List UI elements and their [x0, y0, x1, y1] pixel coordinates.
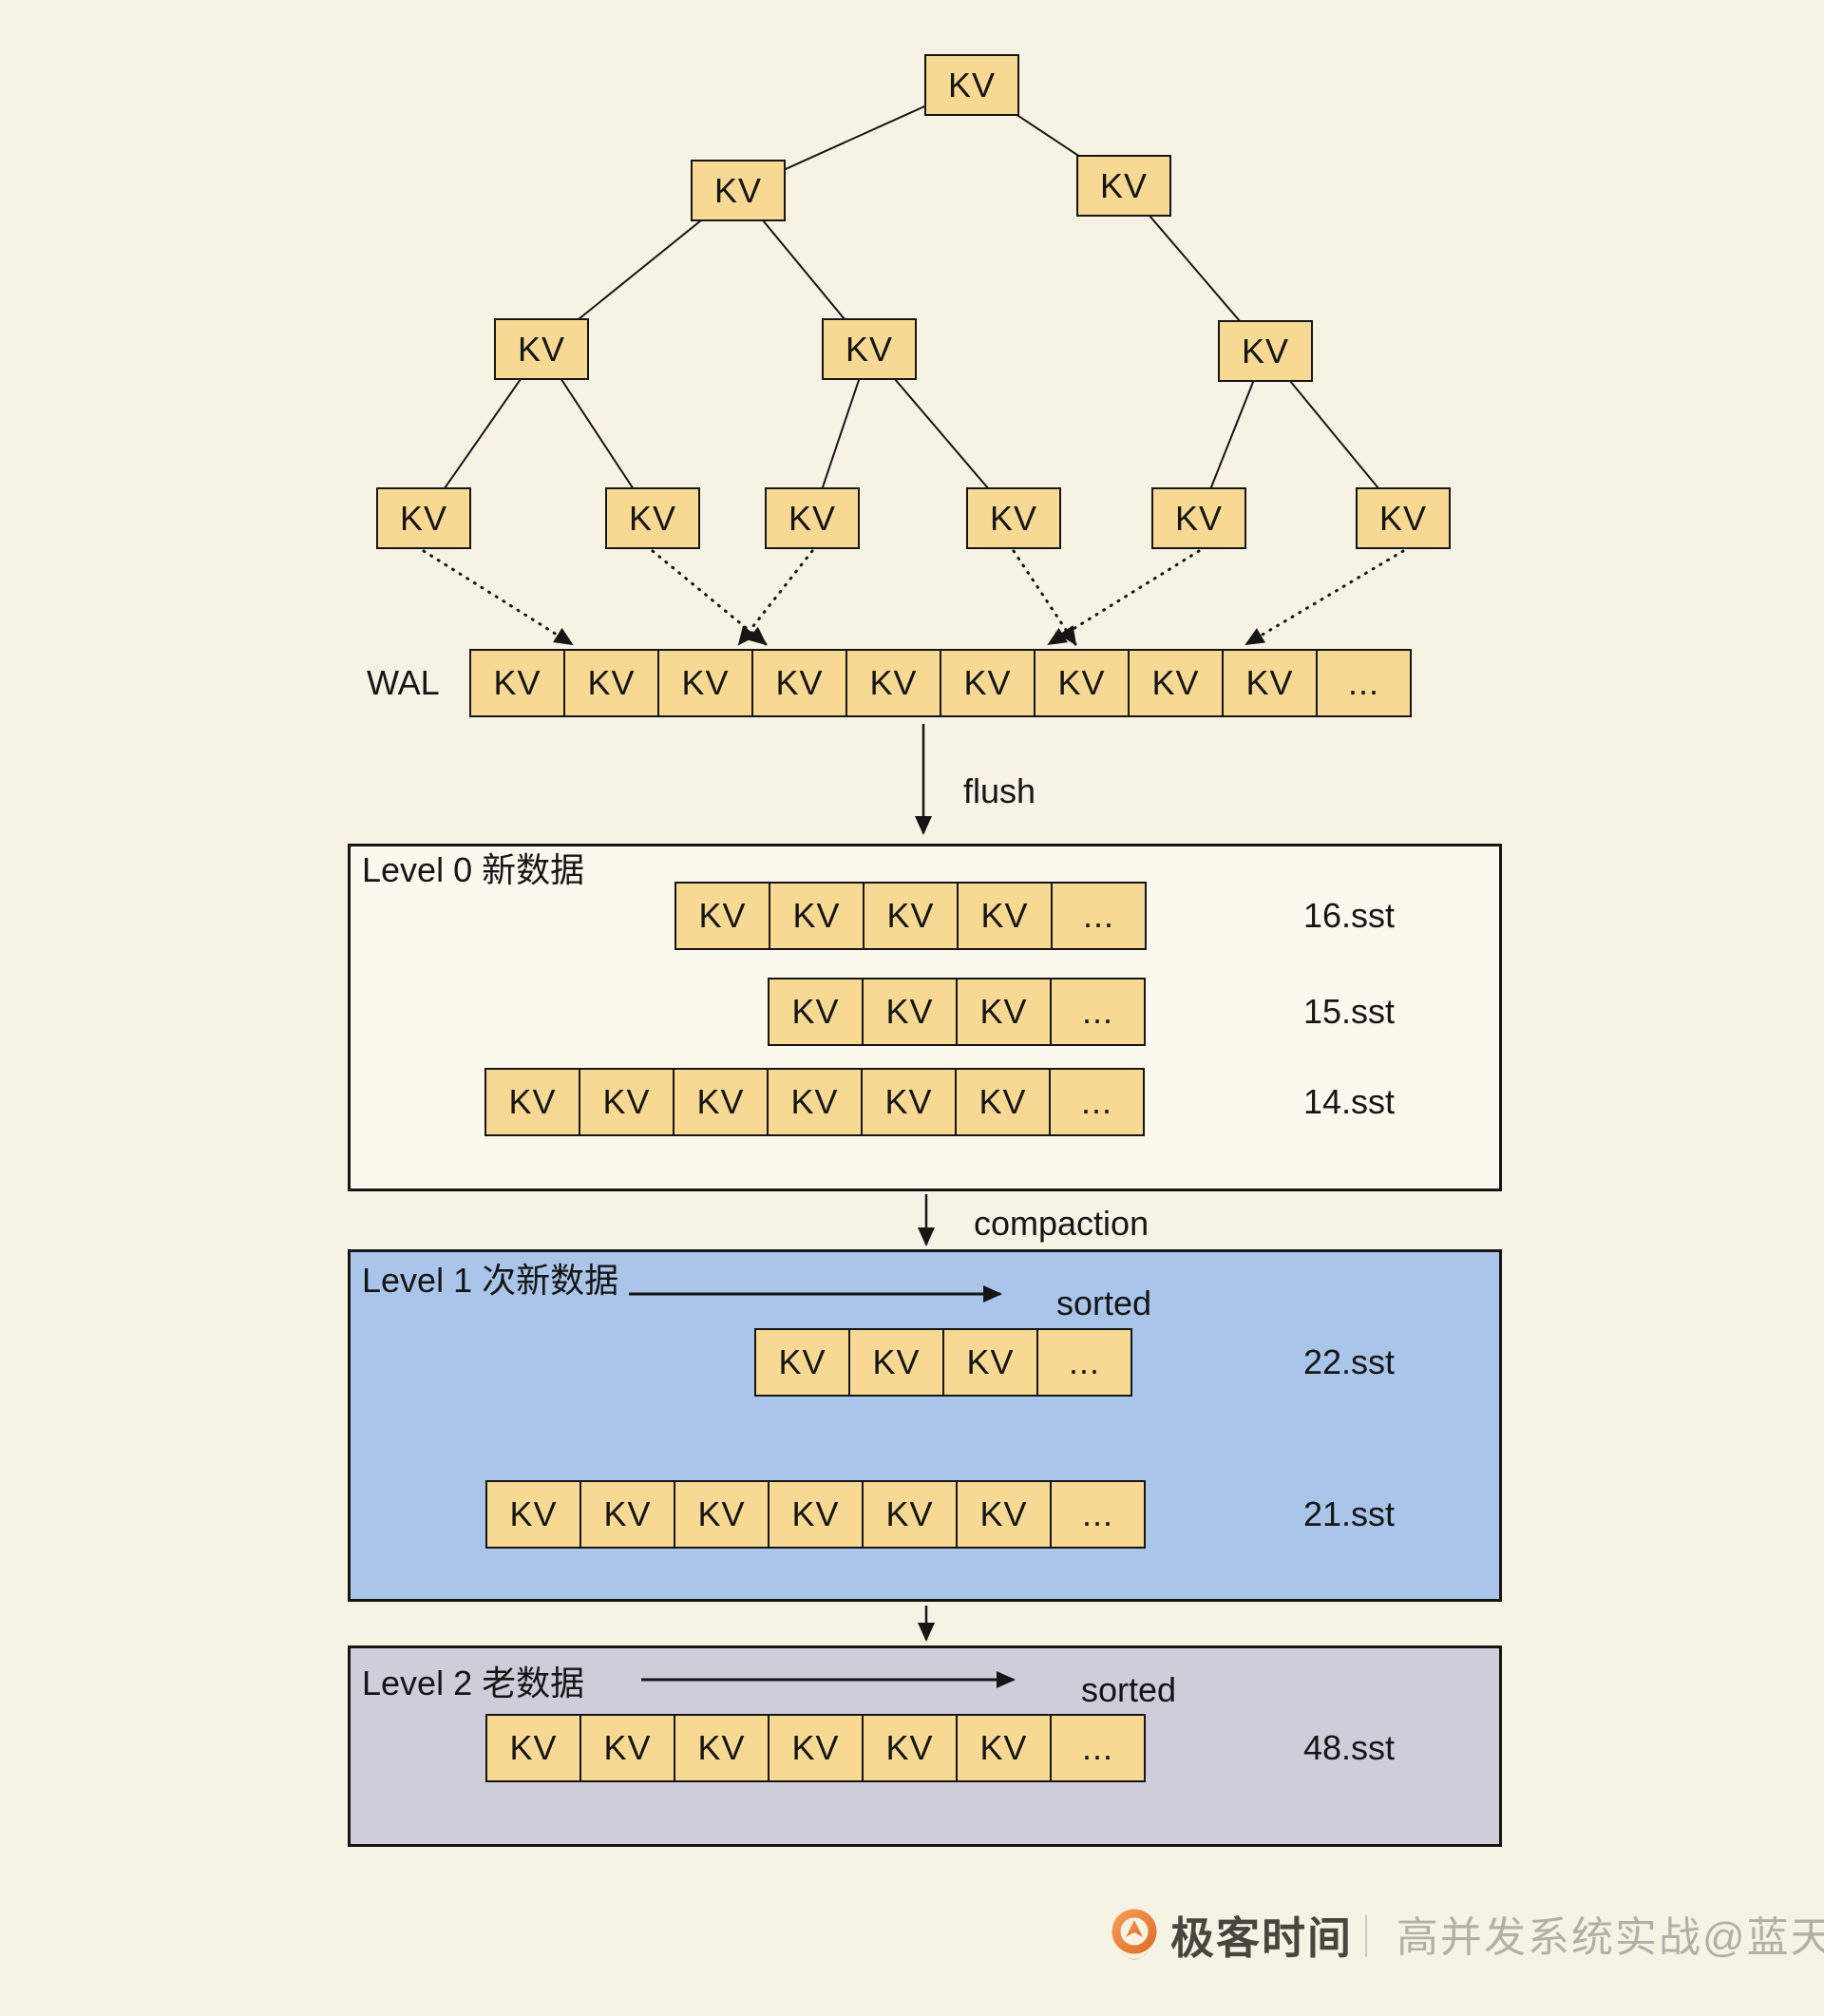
footer-brand-text: 极客时间	[1170, 1913, 1353, 1963]
sst-cell-level1: KV	[848, 1328, 944, 1397]
sst-cell-level2: KV	[862, 1714, 958, 1782]
sst-cell-level0: KV	[767, 1068, 863, 1136]
wal-write-arrow	[651, 549, 768, 646]
sst-label-14: 14.sst	[1303, 1082, 1396, 1121]
level1-sorted-label: sorted	[1056, 1284, 1152, 1322]
sst-cell-level1: KV	[754, 1328, 850, 1397]
sst-cell-level1: KV	[674, 1480, 770, 1549]
sst-cell-level1: KV	[580, 1480, 675, 1549]
tree-node-l3-2: KV	[765, 487, 860, 549]
wal-cell: KV	[940, 649, 1036, 717]
tree-node-l3-3: KV	[966, 487, 1061, 549]
sst-cell-level2: KV	[674, 1714, 770, 1782]
sst-cell-level0: KV	[862, 978, 958, 1046]
tree-node-l3-1: KV	[605, 487, 700, 549]
sst-cell-level1: KV	[768, 1480, 864, 1549]
tree-node-l0-0: KV	[924, 54, 1019, 116]
sst-cell-level0: ...	[1049, 1068, 1145, 1136]
sst-cell-level0: KV	[957, 882, 1053, 950]
sst-cell-level0: KV	[768, 978, 864, 1046]
tree-node-l2-2: KV	[1218, 320, 1313, 382]
sst-cell-level0: KV	[579, 1068, 674, 1136]
sst-label-21: 21.sst	[1303, 1494, 1396, 1533]
wal-cell: KV	[469, 649, 565, 717]
sst-cell-level0: KV	[674, 882, 770, 950]
wal-write-arrow	[737, 549, 814, 646]
sst-label-48: 48.sst	[1303, 1728, 1396, 1767]
wal-write-arrow	[422, 549, 574, 646]
level1-title: Level 1 次新数据	[362, 1261, 619, 1300]
sst-label-15: 15.sst	[1303, 992, 1396, 1031]
sst-cell-level2: ...	[1050, 1714, 1146, 1782]
tree-node-l3-5: KV	[1356, 487, 1451, 549]
sst-cell-level2: KV	[485, 1714, 581, 1782]
sst-cell-level1: KV	[485, 1480, 581, 1549]
wal-cell: KV	[1034, 649, 1130, 717]
sst-cell-level1: ...	[1036, 1328, 1132, 1397]
sst-label-22: 22.sst	[1303, 1342, 1396, 1381]
wal-write-arrow	[1012, 549, 1077, 646]
flush-label: flush	[963, 771, 1036, 810]
wal-write-arrow	[1244, 549, 1405, 646]
geektime-logo-icon	[1112, 1909, 1157, 1960]
sst-cell-level0: KV	[861, 1068, 957, 1136]
wal-cell: KV	[1222, 649, 1318, 717]
sst-cell-level0: KV	[956, 978, 1052, 1046]
footer-credit-text: 高并发系统实战@蓝天	[1396, 1914, 1824, 1961]
wal-cell: KV	[751, 649, 847, 717]
footer-divider: ｜	[1345, 1914, 1387, 1961]
sst-cell-level1: KV	[942, 1328, 1038, 1397]
wal-cell: KV	[846, 649, 941, 717]
wal-label: WAL	[367, 663, 440, 702]
tree-node-l1-0: KV	[691, 160, 786, 221]
sst-cell-level0: ...	[1050, 978, 1146, 1046]
sst-cell-level1: KV	[956, 1480, 1052, 1549]
sst-cell-level1: ...	[1050, 1480, 1146, 1549]
wal-cell: ...	[1316, 649, 1412, 717]
sst-cell-level0: KV	[769, 882, 864, 950]
sst-cell-level0: KV	[484, 1068, 580, 1136]
level2-sorted-label: sorted	[1081, 1670, 1177, 1709]
sst-cell-level2: KV	[768, 1714, 864, 1782]
sst-cell-level1: KV	[862, 1480, 958, 1549]
sst-cell-level0: KV	[955, 1068, 1051, 1136]
tree-node-l1-1: KV	[1076, 155, 1171, 217]
wal-write-arrow	[1047, 549, 1201, 646]
compaction-label: compaction	[974, 1204, 1150, 1243]
sst-cell-level0: ...	[1051, 882, 1147, 950]
sst-cell-level0: KV	[863, 882, 959, 950]
wal-cell: KV	[657, 649, 753, 717]
tree-node-l3-4: KV	[1151, 487, 1246, 549]
sst-cell-level2: KV	[580, 1714, 675, 1782]
tree-node-l2-1: KV	[822, 318, 917, 380]
level2-title: Level 2 老数据	[362, 1664, 585, 1702]
tree-node-l3-0: KV	[376, 487, 471, 549]
sst-cell-level2: KV	[956, 1714, 1052, 1782]
wal-cell: KV	[1128, 649, 1224, 717]
tree-node-l2-0: KV	[494, 318, 589, 380]
level0-title: Level 0 新数据	[362, 850, 585, 889]
sst-cell-level0: KV	[673, 1068, 769, 1136]
wal-cell: KV	[563, 649, 659, 717]
sst-label-16: 16.sst	[1303, 896, 1396, 935]
